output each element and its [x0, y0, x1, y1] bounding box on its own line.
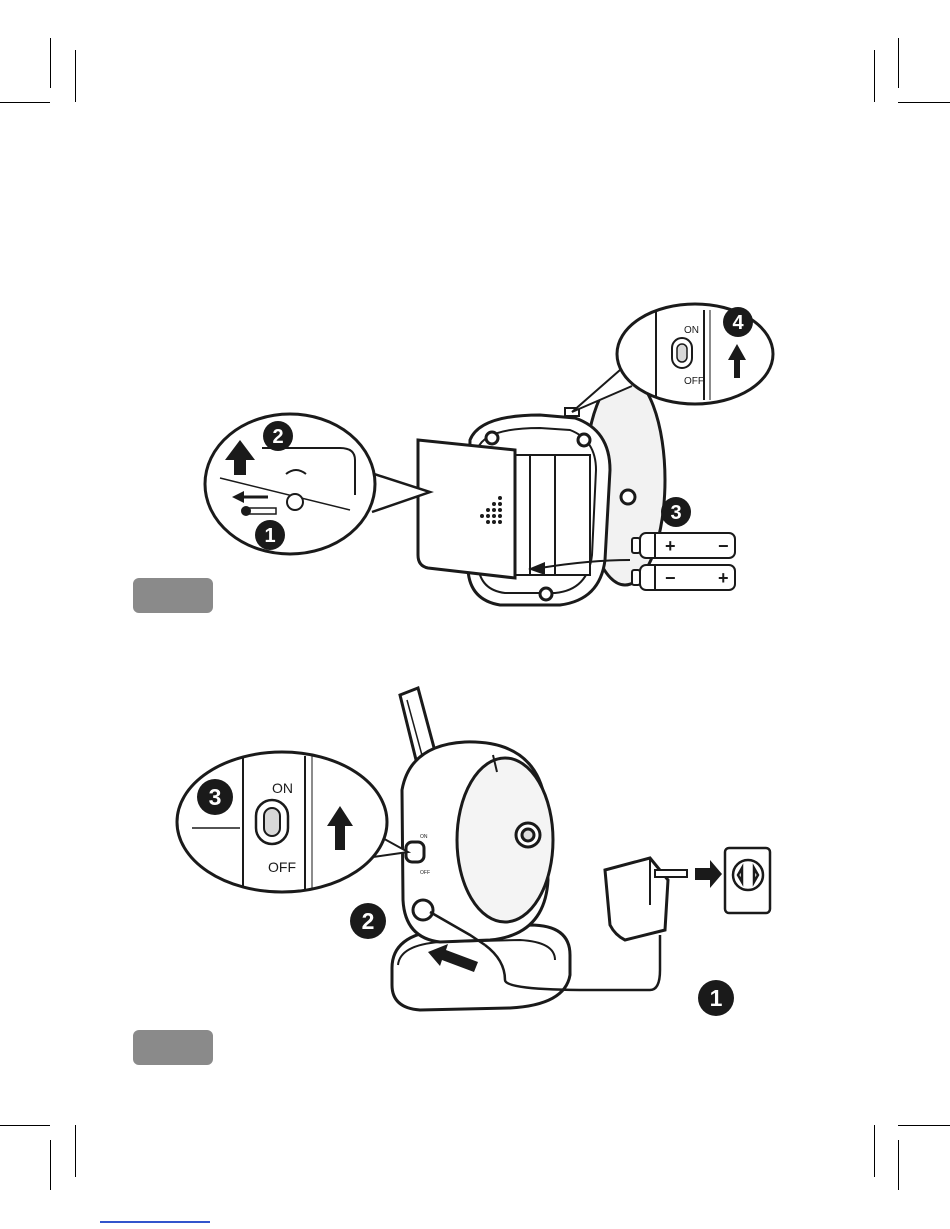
step-badge-3-bottom: 3	[197, 779, 233, 815]
step-badge-3-top: 3	[661, 497, 691, 527]
power-adapter-icon	[605, 858, 687, 940]
switch-on-label-bottom: ON	[272, 780, 293, 796]
camera-switch-off-label: OFF	[420, 870, 430, 876]
callout-switch-bottom: ON OFF	[177, 752, 408, 892]
battery-plus-label-2: +	[718, 568, 729, 588]
switch-off-label-bottom: OFF	[268, 859, 296, 875]
figure-power-connect: ON OFF ON OFF 3 2 1	[0, 640, 950, 1060]
battery-plus-label: +	[665, 536, 676, 556]
battery-minus-label: −	[718, 536, 729, 556]
switch-off-label-top: OFF	[684, 376, 704, 387]
svg-text:3: 3	[670, 502, 681, 524]
battery-minus-label-2: −	[665, 568, 676, 588]
svg-text:3: 3	[209, 784, 222, 810]
camera-front-illustration	[402, 742, 553, 942]
step-badge-1-bottom: 1	[698, 980, 734, 1016]
step-tag-1	[133, 578, 213, 613]
camera-switch-on-label: ON	[420, 834, 428, 840]
switch-on-label-top: ON	[684, 325, 699, 336]
svg-text:1: 1	[264, 525, 275, 547]
svg-text:2: 2	[362, 908, 375, 934]
screw-icon	[241, 506, 276, 516]
step-badge-4-top: 4	[723, 307, 753, 337]
figure-battery-install: + − − + 2	[0, 0, 950, 640]
page-underline	[100, 1221, 210, 1223]
svg-text:4: 4	[732, 312, 744, 334]
arrow-right-icon	[695, 860, 722, 888]
svg-text:2: 2	[272, 426, 283, 448]
step-badge-2-bottom: 2	[350, 903, 386, 939]
step-badge-1-top: 1	[255, 520, 285, 550]
callout-screw	[205, 414, 430, 554]
svg-text:1: 1	[710, 985, 723, 1011]
power-outlet-icon	[725, 848, 770, 913]
step-badge-2-top: 2	[263, 421, 293, 451]
step-tag-2	[133, 1030, 213, 1065]
